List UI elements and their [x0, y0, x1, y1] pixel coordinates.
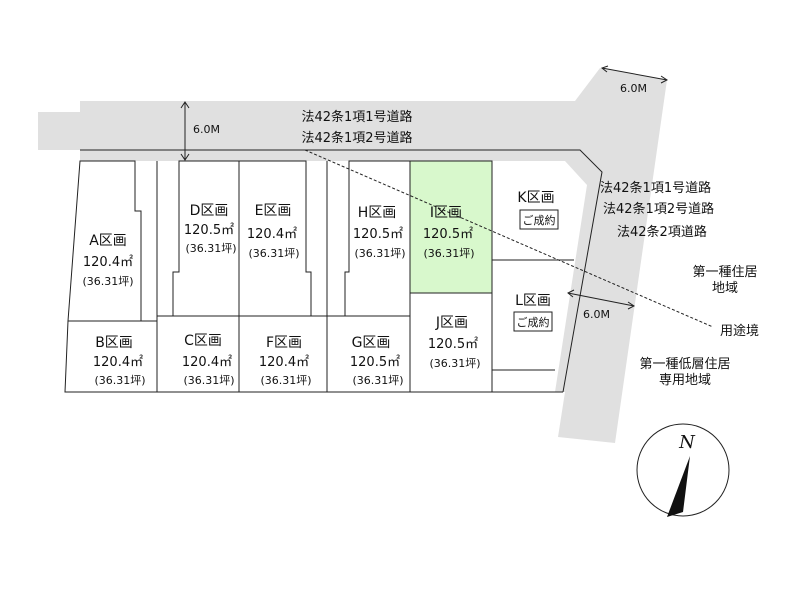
- lot-area: 120.4㎡: [259, 355, 309, 370]
- road-area: [38, 68, 667, 443]
- sold-badge: [519, 209, 559, 230]
- lot-f[interactable]: F区画 120.4㎡ (36.31坪): [259, 335, 312, 387]
- lot-status: ご成約: [523, 213, 556, 227]
- north-compass: N: [636, 423, 730, 517]
- dimension-arrows: [180, 65, 668, 310]
- lot-name: A区画: [89, 233, 127, 249]
- lot-area: 120.5㎡: [350, 355, 400, 370]
- lot-tsubo: (36.31坪): [260, 374, 311, 387]
- side-road-label-1: 法42条1項1号道路: [600, 180, 711, 196]
- lot-tsubo: (36.31坪): [354, 247, 405, 260]
- lot-area: 120.4㎡: [93, 355, 143, 370]
- zone-upper-label-2: 地域: [712, 281, 738, 296]
- lot-d-outline: [172, 160, 240, 317]
- lot-area: 120.5㎡: [184, 223, 234, 238]
- lot-name: K区画: [517, 190, 554, 206]
- side-road-label-3: 法42条2項道路: [617, 224, 707, 240]
- lot-area: 120.5㎡: [423, 227, 473, 242]
- lot-e[interactable]: E区画 120.4㎡ (36.31坪): [247, 203, 300, 260]
- main-road-width: 6.0M: [193, 123, 220, 136]
- zone-boundary-label: 用途境: [720, 323, 759, 339]
- zone-boundary-line: [304, 149, 714, 328]
- lot-name: L区画: [515, 293, 551, 309]
- lot-name: H区画: [358, 205, 397, 221]
- side-road-width-top: 6.0M: [620, 82, 647, 95]
- side-road-label-2: 法42条1項2号道路: [603, 201, 714, 217]
- lot-name: I区画: [430, 205, 462, 221]
- lot-tsubo: (36.31坪): [248, 247, 299, 260]
- north-label: N: [678, 432, 696, 453]
- lot-area: 120.5㎡: [428, 337, 478, 352]
- lot-b[interactable]: B区画 120.4㎡ (36.31坪): [93, 335, 146, 387]
- lot-name: F区画: [266, 335, 302, 351]
- lot-area: 120.4㎡: [83, 255, 133, 270]
- lot-j-outline: [409, 292, 493, 393]
- lot-l[interactable]: L区画 ご成約: [513, 293, 553, 332]
- lot-name: C区画: [184, 333, 222, 349]
- sold-badge: [513, 311, 553, 332]
- lot-name: D区画: [190, 203, 229, 219]
- lot-g[interactable]: G区画 120.5㎡ (36.31坪): [350, 335, 404, 387]
- lot-tsubo: (36.31坪): [352, 374, 403, 387]
- lot-status: ご成約: [517, 315, 550, 329]
- road-edge-line: [80, 149, 603, 393]
- north-arrow-icon: [667, 456, 690, 517]
- main-road-label-1: 法42条1項1号道路: [301, 109, 412, 125]
- lot-kl-outline: [491, 161, 555, 371]
- lot-tsubo: (36.31坪): [94, 374, 145, 387]
- lot-i[interactable]: I区画 120.5㎡ (36.31坪): [423, 205, 475, 260]
- lot-tsubo: (36.31坪): [429, 357, 480, 370]
- lot-area: 120.5㎡: [353, 227, 403, 242]
- lot-name: J区画: [435, 315, 468, 331]
- lot-c[interactable]: C区画 120.4㎡ (36.31坪): [182, 333, 235, 387]
- lot-area: 120.4㎡: [247, 227, 297, 242]
- lot-a[interactable]: A区画 120.4㎡ (36.31坪): [82, 233, 133, 288]
- lot-name: E区画: [255, 203, 292, 219]
- lot-tsubo: (36.31坪): [183, 374, 234, 387]
- lot-j[interactable]: J区画 120.5㎡ (36.31坪): [428, 315, 481, 370]
- lot-k[interactable]: K区画 ご成約: [517, 190, 559, 230]
- lot-area: 120.4㎡: [182, 355, 232, 370]
- lot-tsubo: (36.31坪): [185, 242, 236, 255]
- zone-lower-label-2: 専用地域: [659, 373, 711, 388]
- main-road-label-2: 法42条1項2号道路: [301, 130, 412, 146]
- lot-tsubo: (36.31坪): [82, 275, 133, 288]
- lot-d[interactable]: D区画 120.5㎡ (36.31坪): [184, 203, 237, 255]
- zone-upper-label-1: 第一種住居: [692, 264, 757, 280]
- side-road-width-mid: 6.0M: [583, 308, 610, 321]
- lot-name: G区画: [352, 335, 391, 351]
- lot-name: B区画: [95, 335, 133, 351]
- lots: [64, 160, 574, 393]
- zone-lower-label-1: 第一種低層住居: [639, 356, 730, 372]
- lot-h[interactable]: H区画 120.5㎡ (36.31坪): [353, 205, 406, 260]
- lot-i-outline[interactable]: [409, 160, 493, 294]
- lot-tsubo: (36.31坪): [423, 247, 474, 260]
